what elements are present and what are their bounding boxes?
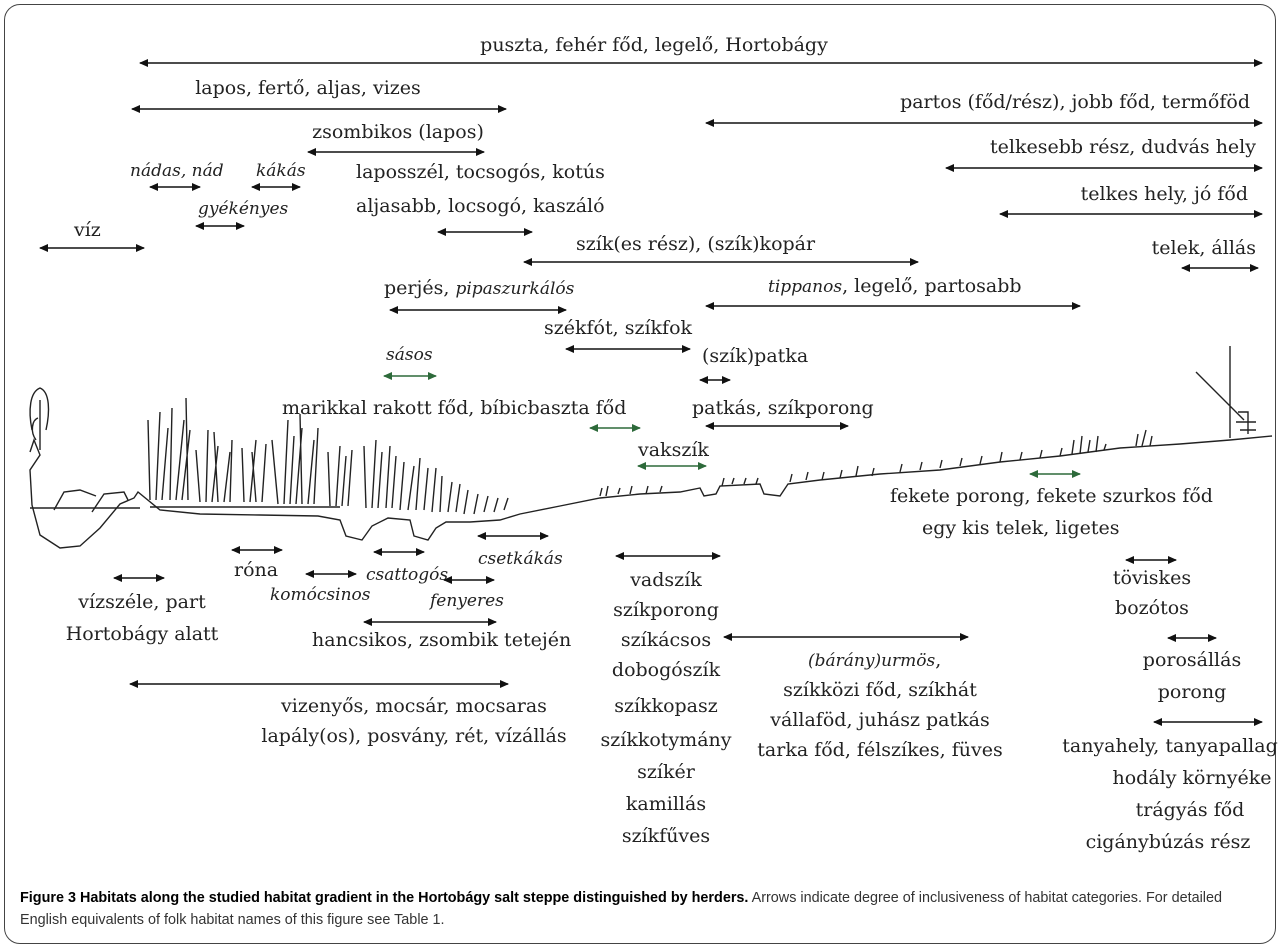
szik-column: vadszík szíkporong szíkácsos dobogószík … — [601, 569, 732, 847]
label-vakszik: vakszík — [637, 439, 709, 461]
label-szik-column-4: szíkkopasz — [614, 695, 718, 717]
label-szik-column-1: szíkporong — [613, 599, 719, 621]
label-tarka: tarka főd, félszíkes, füves — [757, 739, 1002, 761]
label-vizenyos: vizenyős, mocsár, mocsaras — [280, 695, 547, 717]
figure-caption: Figure 3 Habitats along the studied habi… — [20, 887, 1265, 931]
label-zsombikos: zsombikos (lapos) — [312, 121, 484, 143]
label-szik-column-7: kamillás — [626, 793, 706, 815]
label-porosallas: porosállás — [1143, 649, 1241, 671]
tree-left — [29, 387, 50, 450]
figure-frame — [4, 4, 1276, 944]
label-szik-column-6: szíkér — [637, 761, 696, 783]
label-rona: róna — [234, 559, 278, 581]
label-lapaly: lapály(os), posvány, rét, vízállás — [261, 725, 566, 747]
label-csattogos: csattogós — [366, 565, 448, 585]
well-sweep — [1195, 346, 1256, 438]
label-aljasabb: aljasabb, locsogó, kaszáló — [356, 195, 605, 217]
pond-bank — [53, 489, 129, 513]
label-ciganybuzas: cigánybúzás rész — [1086, 831, 1251, 853]
caption-title: Figure 3 Habitats along the studied habi… — [20, 890, 749, 906]
label-barany: (bárány)urmös, — [808, 649, 941, 671]
label-szikfot: székfót, szíkfok — [544, 317, 693, 339]
landscape-profile — [29, 346, 1273, 549]
label-patkas: patkás, szíkporong — [692, 397, 874, 419]
label-fenyeres: fenyeres — [428, 591, 504, 611]
label-partos: partos (főd/rész), jobb főd, termőföd — [900, 91, 1250, 113]
water-surface — [30, 506, 340, 509]
label-lapossz: laposszél, tocsogós, kotús — [356, 161, 605, 183]
ground-line — [29, 435, 1273, 549]
label-hancsikos: hancsikos, zsombik tetején — [312, 629, 571, 651]
label-patka: (szík)patka — [702, 345, 808, 367]
label-tanyahely: tanyahely, tanyapallag — [1062, 735, 1278, 757]
label-bozotos: bozótos — [1115, 597, 1189, 619]
label-vizszele: vízszéle, part — [77, 591, 206, 613]
label-fekete: fekete porong, fekete szurkos főd — [890, 485, 1213, 507]
label-sasos: sásos — [386, 345, 433, 365]
label-hodaly: hodály környéke — [1112, 767, 1271, 789]
label-szik-column-5: szíkkotymány — [601, 729, 732, 751]
label-gyekenyes: gyékényes — [198, 199, 289, 219]
label-tippanos: tippanos, legelő, partosabb — [768, 275, 1022, 297]
label-szik-column-3: dobogószík — [612, 659, 721, 681]
label-viz: víz — [73, 219, 101, 241]
grass-tufts — [599, 429, 1153, 497]
label-szik-column-0: vadszík — [629, 569, 702, 591]
reeds — [147, 397, 509, 515]
label-csetkakas: csetkákás — [478, 549, 563, 569]
label-hortalatt: Hortobágy alatt — [66, 623, 219, 645]
label-lapos: lapos, fertő, aljas, vizes — [195, 77, 421, 99]
label-nadas: nádas, nád — [130, 161, 224, 181]
label-szik: szík(es rész), (szík)kopár — [576, 233, 816, 255]
label-perjes: perjés, pipaszurkálós — [384, 277, 575, 299]
label-porong: porong — [1158, 681, 1227, 703]
label-kakas: kákás — [256, 161, 306, 181]
label-szikkozi: szíkközi főd, szíkhát — [783, 679, 977, 701]
label-egykis: egy kis telek, ligetes — [922, 517, 1120, 539]
label-szik-column-8: szíkfűves — [622, 825, 710, 847]
caption-text: Arrows indicate degree of inclusiveness … — [20, 890, 1222, 928]
label-marikkal: marikkal rakott főd, bíbicbaszta főd — [282, 397, 626, 419]
label-telek: telek, állás — [1152, 237, 1256, 259]
habitat-gradient-diagram: puszta, fehér főd, legelő, Hortobágy lap… — [29, 34, 1278, 853]
label-tragyas: trágyás főd — [1136, 799, 1245, 821]
label-komocsinos: komócsinos — [270, 585, 371, 605]
inclusiveness-arrows — [39, 59, 1263, 726]
label-szik-column-2: szíkácsos — [621, 629, 711, 651]
label-telkesebb: telkesebb rész, dudvás hely — [990, 136, 1256, 158]
label-puszta: puszta, fehér főd, legelő, Hortobágy — [480, 34, 828, 56]
label-vallafod: vállaföd, juhász patkás — [769, 709, 989, 731]
label-telkes: telkes hely, jó főd — [1081, 183, 1248, 205]
label-toviskes: töviskes — [1113, 567, 1191, 589]
